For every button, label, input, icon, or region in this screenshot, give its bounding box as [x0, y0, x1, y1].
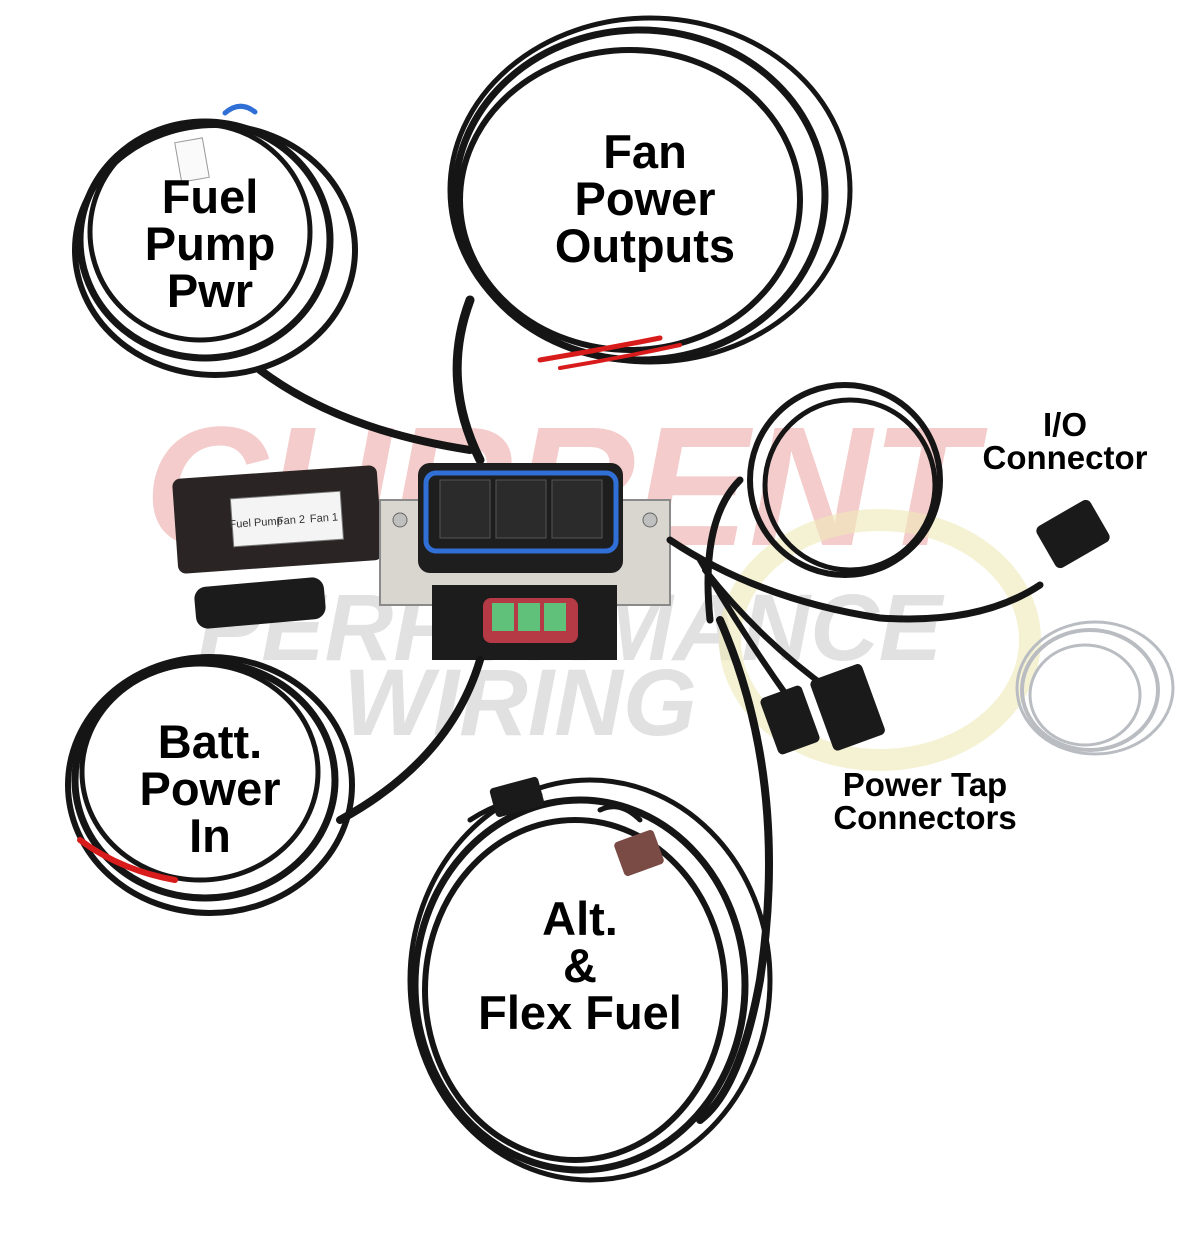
fan-power-wire-coil	[447, 15, 853, 465]
alt-label-line-2: &	[563, 939, 597, 992]
power-tap-connectors-label: Power Tap Connectors	[805, 768, 1045, 834]
cover-label-fuel-pump: Fuel Pump	[229, 515, 283, 531]
fuel-pump-wire-coil	[72, 103, 474, 454]
alt-label-line-3: Flex Fuel	[478, 986, 682, 1039]
io-connector-label: I/O Connector	[955, 408, 1175, 474]
relay-fuse-module	[379, 463, 671, 660]
power-tap-label-line-1: Power Tap	[842, 766, 1008, 803]
fan-power-label-line-1: Fan	[603, 125, 687, 178]
alt-flex-fuel-label: Alt. & Flex Fuel	[460, 895, 700, 1036]
watermark-line-3: WIRING	[343, 650, 697, 756]
fan-power-label-line-2: Power	[574, 172, 716, 225]
io-connector-wire-coil	[666, 382, 1044, 624]
flex-fuel-connector	[614, 830, 664, 876]
fuse-puller	[194, 577, 326, 629]
alt-label-line-1: Alt.	[542, 892, 618, 945]
battery-power-wire-coil	[65, 654, 484, 916]
cover-label-fan-2: Fan 2	[277, 514, 306, 528]
batt-label-line-1: Batt.	[157, 715, 263, 768]
alternator-connector	[489, 776, 545, 818]
fan-power-outputs-label: Fan Power Outputs	[535, 128, 755, 269]
fan-power-label-line-3: Outputs	[554, 219, 736, 272]
relay-box-cover: Fuel Pump Fan 2 Fan 1	[172, 465, 383, 574]
power-tap-label-line-2: Connectors	[833, 799, 1017, 836]
io-connector	[1036, 499, 1110, 569]
cover-label-fan-1: Fan 1	[310, 511, 339, 525]
batt-label-line-3: In	[189, 809, 231, 862]
fuel-pump-label-line-3: Pwr	[166, 264, 254, 317]
io-label-line-1: I/O	[1042, 406, 1087, 443]
power-tap-connector-1	[760, 685, 820, 755]
power-tap-leads	[697, 557, 833, 703]
silver-lead-coil	[1015, 620, 1175, 756]
fuel-pump-label-line-1: Fuel	[161, 170, 259, 223]
alt-flex-fuel-wire-coil	[407, 616, 773, 1183]
fuel-pump-tag	[174, 137, 210, 183]
io-label-line-2: Connector	[982, 439, 1148, 476]
battery-power-in-label: Batt. Power In	[110, 718, 310, 859]
batt-label-line-2: Power	[139, 762, 281, 815]
fuel-pump-power-label: Fuel Pump Pwr	[120, 173, 300, 314]
fuel-pump-label-line-2: Pump	[144, 217, 276, 270]
power-tap-connector-2	[810, 664, 885, 751]
